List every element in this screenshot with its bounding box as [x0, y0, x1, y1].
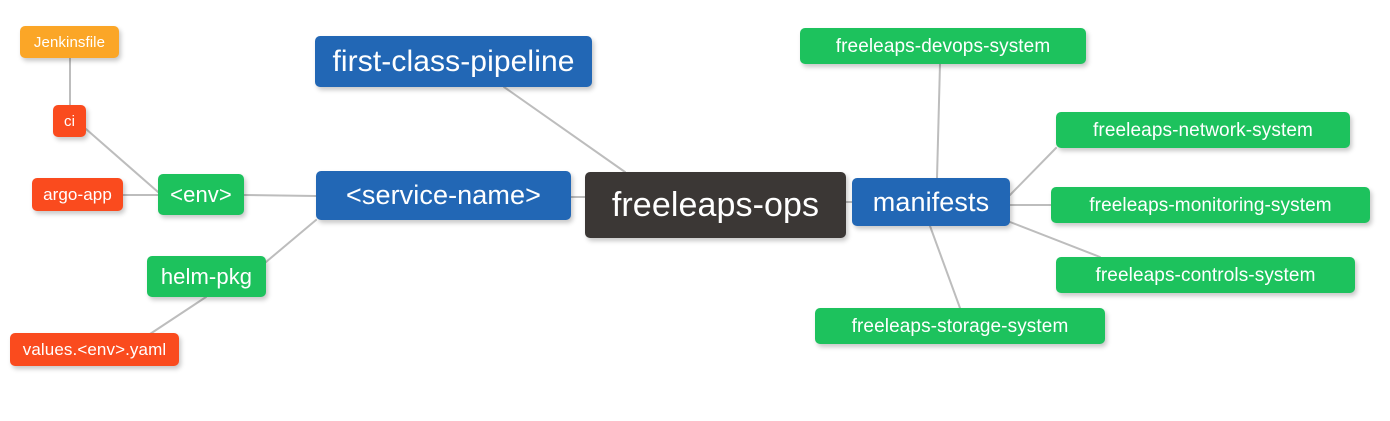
edge-manifests-to-freeleaps-devops-system: [936, 63, 941, 179]
node-label-service-name: <service-name>: [346, 180, 541, 210]
node-label-ci: ci: [63, 112, 76, 130]
node-label-freeleaps-storage-system: freeleaps-storage-system: [851, 315, 1069, 337]
node-label-freeleaps-ops: freeleaps-ops: [611, 186, 820, 224]
node-label-manifests: manifests: [872, 186, 990, 217]
node-freeleaps-network-system[interactable]: freeleaps-network-system: [1056, 112, 1350, 148]
edge-manifests-to-freeleaps-controls-system: [1009, 221, 1101, 258]
node-freeleaps-devops-system[interactable]: freeleaps-devops-system: [800, 28, 1086, 64]
node-env[interactable]: <env>: [158, 174, 244, 215]
edge-helm-pkg-to-values-yaml: [149, 296, 207, 335]
node-freeleaps-storage-system[interactable]: freeleaps-storage-system: [815, 308, 1105, 344]
node-label-jenkinsfile: Jenkinsfile: [33, 33, 106, 51]
node-label-freeleaps-controls-system: freeleaps-controls-system: [1095, 264, 1316, 286]
node-helm-pkg[interactable]: helm-pkg: [147, 256, 266, 297]
edge-manifests-to-freeleaps-storage-system: [929, 225, 961, 309]
node-label-freeleaps-devops-system: freeleaps-devops-system: [835, 35, 1051, 57]
node-freeleaps-monitoring-system[interactable]: freeleaps-monitoring-system: [1051, 187, 1370, 223]
node-label-values-yaml: values.<env>.yaml: [22, 340, 167, 359]
node-values-yaml[interactable]: values.<env>.yaml: [10, 333, 179, 366]
node-label-freeleaps-monitoring-system: freeleaps-monitoring-system: [1089, 194, 1332, 216]
node-freeleaps-controls-system[interactable]: freeleaps-controls-system: [1056, 257, 1355, 293]
node-service-name[interactable]: <service-name>: [316, 171, 571, 220]
node-label-first-class-pipeline: first-class-pipeline: [332, 44, 575, 78]
node-manifests[interactable]: manifests: [852, 178, 1010, 226]
node-first-class-pipeline[interactable]: first-class-pipeline: [315, 36, 592, 87]
node-label-freeleaps-network-system: freeleaps-network-system: [1093, 119, 1313, 141]
edge-env-to-service-name: [243, 194, 317, 197]
node-ci[interactable]: ci: [53, 105, 86, 137]
edge-first-class-pipeline-to-freeleaps-ops: [503, 86, 626, 173]
edge-service-name-to-helm-pkg: [265, 219, 317, 263]
edge-ci-to-env: [85, 128, 159, 193]
node-argo-app[interactable]: argo-app: [32, 178, 123, 211]
node-label-helm-pkg: helm-pkg: [160, 263, 253, 289]
node-jenkinsfile[interactable]: Jenkinsfile: [20, 26, 119, 58]
node-freeleaps-ops[interactable]: freeleaps-ops: [585, 172, 846, 238]
node-label-env: <env>: [170, 181, 232, 207]
edge-manifests-to-freeleaps-network-system: [1009, 147, 1057, 196]
node-label-argo-app: argo-app: [43, 185, 112, 204]
